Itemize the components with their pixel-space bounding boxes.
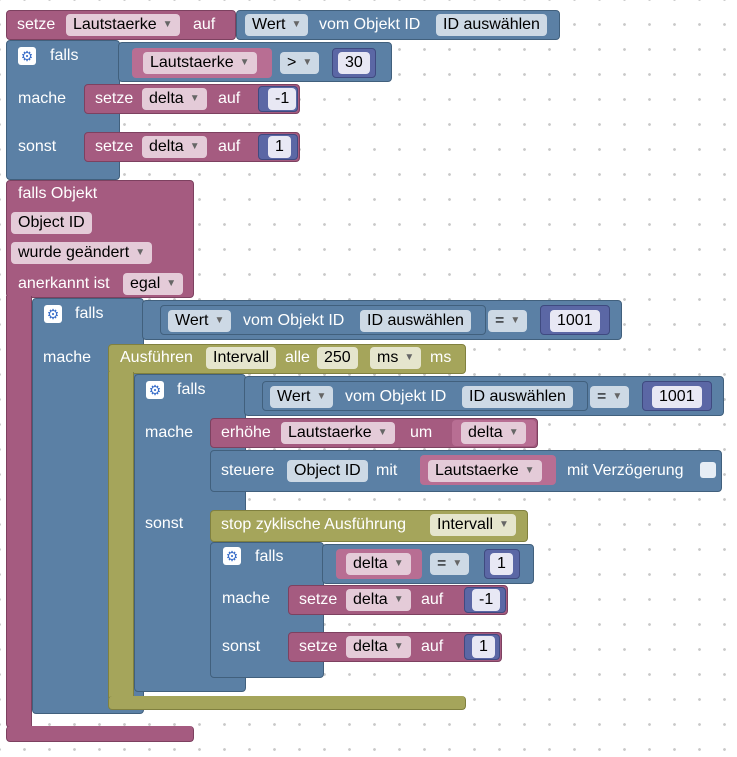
wert-dropdown[interactable]: Wert▼ [168,310,232,332]
number-field[interactable]: -1 [472,589,501,611]
ack-dropdown[interactable]: egal▼ [123,273,184,295]
object-id-field[interactable]: Object ID [287,460,368,482]
label: vom Objekt ID [243,312,345,329]
mache-label: mache [145,424,194,441]
label: auf [193,16,216,33]
operator-dropdown[interactable]: =▼ [430,553,470,575]
wert-dropdown[interactable]: Wert▼ [270,386,334,408]
label: erhöhe [221,424,271,441]
interval-name-field[interactable]: Intervall [206,347,277,369]
mutator-gear-icon[interactable]: ⚙ [44,305,62,323]
mutator-gear-icon[interactable]: ⚙ [146,381,164,399]
label: steuere [221,462,275,479]
label: auf [421,591,444,608]
label: setze [299,638,338,655]
delay-checkbox[interactable] [700,462,716,478]
number-field[interactable]: -1 [268,88,297,110]
operator-dropdown[interactable]: =▼ [590,386,630,408]
interval-name-dropdown[interactable]: Intervall▼ [430,514,516,536]
number-field[interactable]: 1001 [652,386,702,408]
label: setze [299,591,338,608]
falls-label: falls [177,381,206,398]
mutator-gear-icon[interactable]: ⚙ [223,547,241,565]
label: setze [17,16,56,33]
number-field[interactable]: 30 [338,52,370,74]
variable-dropdown[interactable]: delta▼ [461,422,526,444]
label: Ausführen [120,349,193,366]
falls-label: falls [50,47,79,64]
variable-dropdown[interactable]: Lautstaerke▼ [428,460,542,482]
anerkannt-label: anerkannt ist [18,275,110,292]
sonst-label: sonst [18,138,57,155]
variable-dropdown[interactable]: Lautstaerke▼ [66,14,180,36]
label: vom Objekt ID [345,388,447,405]
falls-label: falls [255,548,284,565]
interval-block-bottom [108,696,466,710]
variable-dropdown[interactable]: delta▼ [346,636,411,658]
label: setze [95,138,134,155]
number-field[interactable]: 1 [490,553,513,575]
label: ms [430,349,452,366]
label: mit Verzögerung [567,462,684,479]
label: mit [376,462,398,479]
change-type-dropdown[interactable]: wurde geändert▼ [11,242,153,264]
number-field[interactable]: 1 [472,636,495,658]
variable-dropdown[interactable]: delta▼ [142,136,207,158]
label: auf [218,138,241,155]
variable-dropdown[interactable]: Lautstaerke▼ [281,422,395,444]
variable-dropdown[interactable]: Lautstaerke▼ [143,52,257,74]
number-field[interactable]: 1001 [550,310,600,332]
id-select-field[interactable]: ID auswählen [360,310,471,332]
label: auf [218,90,241,107]
operator-dropdown[interactable]: =▼ [488,310,528,332]
mache-label: mache [222,590,271,607]
number-field[interactable]: 1 [268,136,291,158]
interval-block-left [108,372,134,698]
trigger-block-bottom [6,726,194,742]
variable-dropdown[interactable]: delta▼ [142,88,207,110]
label: stop zyklische Ausführung [221,516,406,533]
unit-dropdown[interactable]: ms▼ [370,347,422,369]
variable-dropdown[interactable]: delta▼ [346,589,411,611]
sonst-label: sonst [222,638,261,655]
variable-dropdown[interactable]: delta▼ [346,553,411,575]
label: vom Objekt ID [319,16,421,33]
mache-label: mache [18,90,67,107]
mutator-gear-icon[interactable]: ⚙ [18,47,36,65]
interval-value-field[interactable]: 250 [317,347,358,369]
object-id-field[interactable]: Object ID [11,212,92,234]
label: um [410,424,433,441]
id-select-field[interactable]: ID auswählen [436,14,547,36]
wert-dropdown[interactable]: Wert▼ [245,14,309,36]
trigger-block-left [6,296,32,728]
mache-label: mache [43,349,92,366]
label: setze [95,90,134,107]
falls-label: falls [75,305,104,322]
sonst-label: sonst [145,515,184,532]
falls-objekt-label: falls Objekt [18,185,98,202]
label: auf [421,638,444,655]
label: alle [285,349,310,366]
id-select-field[interactable]: ID auswählen [462,386,573,408]
operator-dropdown[interactable]: >▼ [280,52,320,74]
